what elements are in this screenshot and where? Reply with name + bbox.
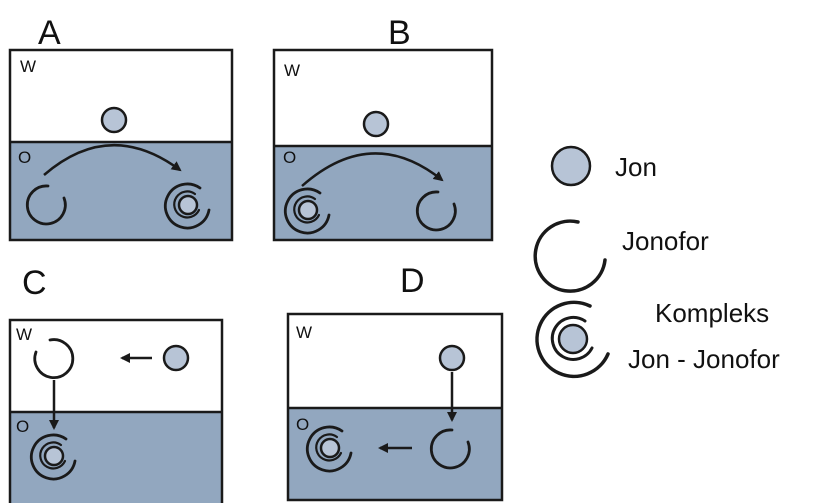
panel-c-letter: C — [22, 264, 47, 302]
legend-ion-label: Jon — [615, 152, 657, 182]
ion-ionophore-complex — [305, 425, 353, 473]
legend-complex-label-line2: Jon - Jonofor — [628, 344, 780, 374]
legend: Jon Jonofor Kompleks Jon - Jonofor — [533, 145, 780, 379]
ionophore — [25, 184, 67, 226]
panel-d-letter: D — [400, 262, 425, 300]
ion-ionophore-complex — [163, 182, 211, 230]
water-label: W — [296, 323, 312, 342]
panel-a-letter: A — [38, 14, 61, 52]
water-label: W — [20, 57, 36, 76]
oil-label: O — [18, 148, 31, 167]
legend-complex-label-line1: Kompleks — [655, 298, 769, 328]
ion — [100, 106, 128, 134]
panel-frame — [272, 48, 494, 242]
ionophore — [429, 428, 471, 470]
oil-phase — [274, 146, 492, 240]
ion — [162, 344, 190, 372]
oil-phase — [10, 412, 222, 503]
panel-b: B W O — [272, 14, 494, 242]
ion-ionophore-complex — [283, 187, 331, 235]
ion — [362, 110, 390, 138]
legend-complex-symbol — [535, 300, 610, 379]
panel-frame — [8, 48, 234, 242]
oil-label: O — [16, 417, 29, 436]
panel-d: D W O — [286, 262, 504, 502]
panel-a: A W O — [8, 14, 234, 242]
ionophore — [415, 190, 457, 232]
water-label: W — [284, 61, 300, 80]
water-label: W — [16, 325, 32, 344]
ion-ionophore-complex — [29, 433, 77, 481]
ion — [438, 344, 466, 372]
legend-ionophore-symbol — [533, 219, 607, 293]
water-phase — [10, 320, 222, 412]
legend-ion-symbol — [550, 145, 592, 187]
transport-arrow — [301, 152, 444, 187]
panel-b-letter: B — [388, 14, 411, 52]
oil-label: O — [296, 415, 309, 434]
legend-ionophore-label: Jonofor — [622, 226, 709, 256]
oil-label: O — [283, 148, 296, 167]
transport-arrow — [43, 143, 182, 176]
ionophore — [33, 338, 75, 379]
panel-c: C W O — [8, 264, 224, 503]
panel-frame — [8, 318, 224, 503]
water-phase — [288, 314, 502, 408]
panel-frame — [286, 312, 504, 502]
